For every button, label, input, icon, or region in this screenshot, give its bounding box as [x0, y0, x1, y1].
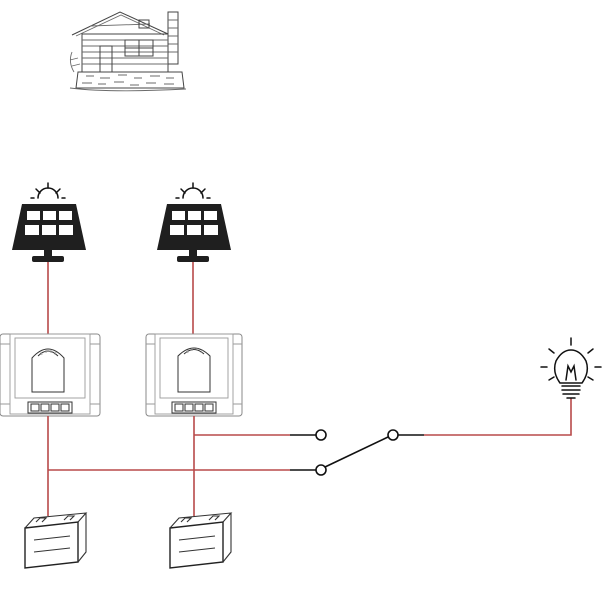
light-bulb-icon	[540, 337, 602, 399]
cabin-sketch-icon	[69, 11, 187, 92]
battery-icon	[24, 512, 88, 569]
solar-panel-icon	[157, 182, 231, 262]
battery-icon	[169, 512, 233, 569]
switch-symbol	[290, 429, 424, 476]
solar-panel-icon	[12, 182, 86, 262]
charge-controller-icon	[0, 333, 101, 417]
wire-switch-lamp	[424, 398, 572, 436]
charge-controller-icon	[145, 333, 243, 417]
